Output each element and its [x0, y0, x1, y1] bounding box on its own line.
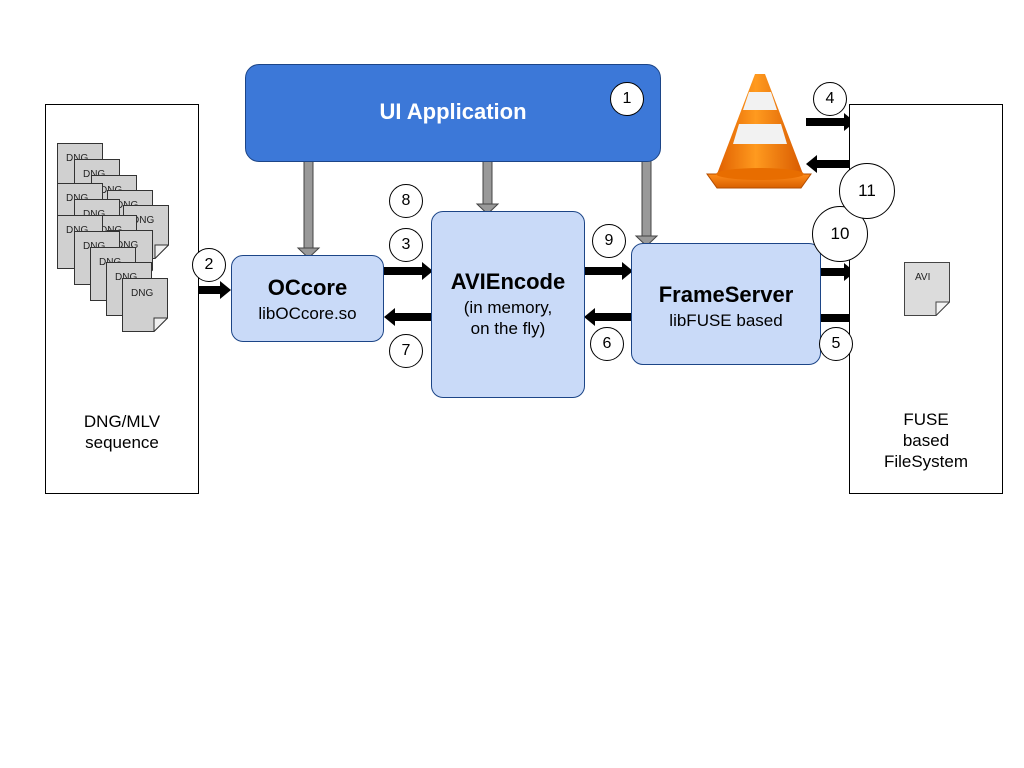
- occore-title: OCcore: [267, 275, 348, 300]
- arrow-dng-to-occore: [186, 281, 231, 299]
- dng-file-label: DNG: [66, 153, 89, 164]
- aviencode-box: AVIEncode (in memory, on the fly): [431, 211, 585, 398]
- avi-file-icon: AVI: [904, 262, 951, 317]
- dng-file-label: DNG: [115, 272, 138, 283]
- dng-file-label: DNG: [116, 240, 139, 251]
- frameserver-title: FrameServer: [658, 282, 794, 307]
- avi-file-label: AVI: [915, 272, 931, 283]
- step-3-badge: 3: [389, 228, 423, 262]
- dng-file-label: DNG: [66, 225, 89, 236]
- gray-arrow-to-frameserver: [634, 155, 659, 247]
- arrow-fuse-to-player: [806, 155, 855, 173]
- step-9-badge: 9: [592, 224, 626, 258]
- frameserver-subtitle: libFUSE based: [669, 311, 783, 330]
- arrow-frameserver-to-aviencode: [584, 308, 632, 326]
- step-7-badge: 7: [389, 334, 423, 368]
- fuse-filesystem-label: FUSE based FileSystem: [850, 409, 1002, 472]
- arrow-aviencode-to-frameserver: [584, 262, 633, 280]
- dng-file-label: DNG: [83, 209, 106, 220]
- fuse-label-line3: FileSystem: [883, 452, 969, 471]
- step-11-badge: 11: [839, 163, 895, 219]
- step-8-badge: 8: [389, 184, 423, 218]
- aviencode-subtitle-line2: on the fly): [470, 319, 546, 338]
- occore-box: OCcore libOCcore.so: [231, 255, 384, 342]
- dng-file-label: DNG: [66, 193, 89, 204]
- arrow-occore-to-aviencode: [384, 262, 433, 280]
- traffic-cone-icon: [706, 74, 812, 189]
- dng-file-icon: DNG: [122, 278, 169, 333]
- dng-mlv-sequence-label: DNG/MLV sequence: [46, 411, 198, 453]
- fuse-label-line2: based: [902, 431, 950, 450]
- arrow-aviencode-to-occore: [384, 308, 432, 326]
- dng-file-label: DNG: [132, 215, 155, 226]
- ui-application-title: UI Application: [379, 99, 527, 124]
- ui-application-box: UI Application: [245, 64, 661, 162]
- step-4-badge: 4: [813, 82, 847, 116]
- step-1-badge: 1: [610, 82, 644, 116]
- occore-subtitle: libOCcore.so: [258, 304, 357, 323]
- dng-file-label: DNG: [131, 288, 154, 299]
- step-5-badge: 5: [819, 327, 853, 361]
- frameserver-box: FrameServer libFUSE based: [631, 243, 821, 365]
- dng-mlv-label-line2: sequence: [85, 433, 159, 452]
- fuse-label-line1: FUSE: [903, 410, 949, 429]
- dng-mlv-label-line1: DNG/MLV: [83, 412, 161, 431]
- dng-file-label: DNG: [83, 241, 106, 252]
- aviencode-subtitle-line1: (in memory,: [463, 298, 553, 317]
- step-2-badge: 2: [192, 248, 226, 282]
- step-6-badge: 6: [590, 327, 624, 361]
- aviencode-title: AVIEncode: [450, 269, 566, 294]
- dng-file-label: DNG: [83, 169, 106, 180]
